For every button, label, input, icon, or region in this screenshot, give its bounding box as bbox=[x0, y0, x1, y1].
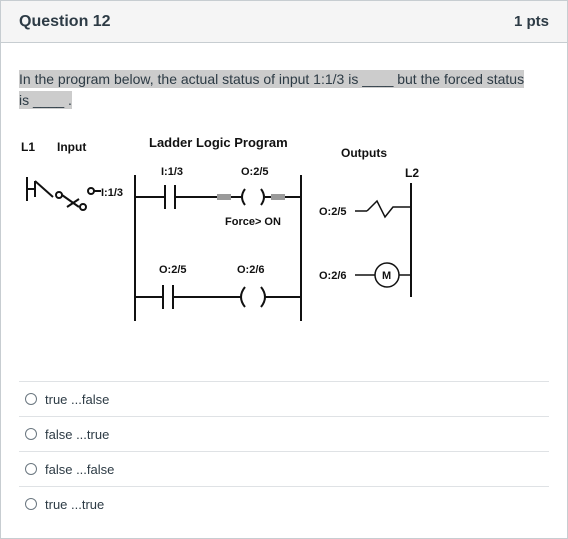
prompt-line-1: In the program below, the actual status … bbox=[19, 70, 525, 88]
force-marker-right bbox=[271, 194, 285, 200]
radio-button[interactable] bbox=[25, 463, 37, 475]
rung1-coil-label: O:2/5 bbox=[241, 166, 269, 178]
answer-option-1[interactable]: true ...false bbox=[19, 381, 549, 416]
motor-icon-label: M bbox=[382, 270, 391, 282]
question-header: Question 12 1 pts bbox=[1, 1, 567, 43]
l1-label: L1 bbox=[21, 140, 35, 154]
motor-output-symbol bbox=[355, 262, 411, 288]
input-header: Input bbox=[57, 140, 86, 154]
prompt-line-2: is ____ . bbox=[19, 91, 72, 109]
radio-button[interactable] bbox=[25, 393, 37, 405]
radio-button[interactable] bbox=[25, 428, 37, 440]
answer-list: true ...false false ...true false ...fal… bbox=[19, 381, 549, 521]
l2-label: L2 bbox=[405, 166, 419, 180]
outputs-header: Outputs bbox=[341, 146, 387, 160]
output1-label: O:2/5 bbox=[319, 206, 347, 218]
switch-label: I:1/3 bbox=[101, 187, 123, 199]
light-output-symbol bbox=[355, 199, 411, 219]
answer-label: false ...false bbox=[45, 461, 115, 477]
answer-option-3[interactable]: false ...false bbox=[19, 451, 549, 486]
input-switch-symbol bbox=[26, 177, 101, 211]
force-note: Force> ON bbox=[225, 216, 281, 228]
question-title: Question 12 bbox=[19, 12, 111, 30]
answer-label: true ...false bbox=[45, 391, 110, 407]
program-header: Ladder Logic Program bbox=[149, 135, 288, 150]
answer-label: false ...true bbox=[45, 426, 110, 442]
force-marker-left bbox=[217, 194, 231, 200]
output2-label: O:2/6 bbox=[319, 270, 347, 282]
answer-label: true ...true bbox=[45, 496, 105, 512]
radio-button[interactable] bbox=[25, 498, 37, 510]
rung1-contact-label: I:1/3 bbox=[161, 166, 183, 178]
question-prompt: In the program below, the actual status … bbox=[19, 69, 541, 111]
rung2 bbox=[135, 285, 301, 309]
question-points: 1 pts bbox=[513, 13, 549, 30]
answer-option-2[interactable]: false ...true bbox=[19, 416, 549, 451]
ladder-logic-diagram: L1 Input Ladder Logic Program Outputs L2… bbox=[21, 135, 419, 321]
rung2-contact-label: O:2/5 bbox=[159, 264, 187, 276]
rung2-coil-label: O:2/6 bbox=[237, 264, 265, 276]
answer-option-4[interactable]: true ...true bbox=[19, 486, 549, 521]
